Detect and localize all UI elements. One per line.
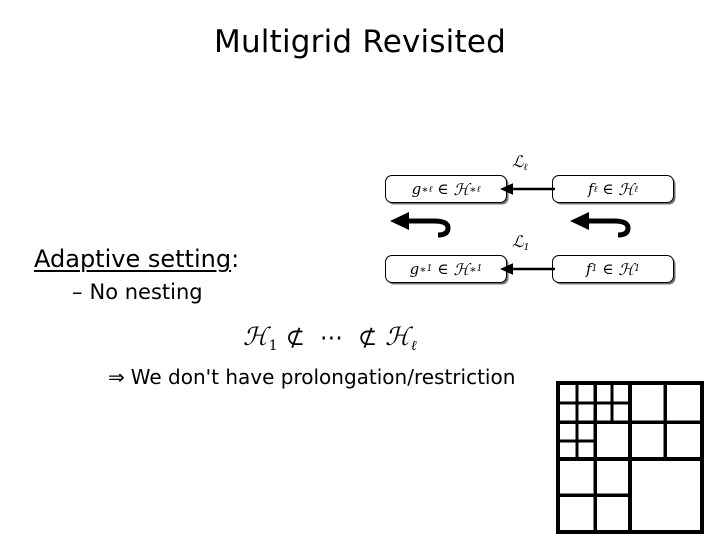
box-f-one-lhs: f [586,260,592,278]
implies-arrow-icon: ⇒ [108,365,125,389]
box-g-star-ell-rhs-sup: ∗ [469,182,477,196]
element-of-icon-1: ∈ [437,180,449,198]
operator-symbol-L-ell: ℒ [512,152,524,171]
operator-subscript-L-one: 1 [523,241,530,253]
bullet-dash-icon: – [72,280,83,305]
not-subset-icon-1: ⊄ [285,325,306,351]
nesting-formula: ℋ1⊄⋯⊄ℋℓ [243,322,418,355]
arrow-left-L-one [500,263,555,275]
element-of-icon-4: ∈ [602,260,614,278]
curved-arrow-left-1 [390,212,451,238]
box-f-ell-lhs-sub: ℓ [593,184,598,195]
formula-left-space: ℋ [243,322,269,351]
box-g-star-one-lhs-sup: ∗ [419,262,427,276]
box-g-star-one-rhs: ℋ [453,259,470,279]
formula-right-space: ℋ [385,322,411,351]
box-g-star-one-rhs-sup: ∗ [469,262,477,276]
box-f-one-rhs-sub: 1 [634,264,640,274]
box-g-star-one[interactable]: g∗1∈ℋ∗1 [385,255,507,283]
box-g-star-one-lhs: g [409,260,420,278]
bullet-no-nesting: –No nesting [34,280,334,304]
conclusion-text: We don't have prolongation/restriction [130,365,516,389]
curved-arrow-left-2 [570,212,631,238]
operator-subscript-L-ell: ℓ [523,161,528,173]
box-f-ell-lhs: f [588,180,594,198]
formula-right-subscript: ℓ [410,337,418,354]
bullet-no-nesting-label: No nesting [89,280,203,305]
operator-symbol-L-one: ℒ [512,232,524,251]
element-of-icon-3: ∈ [437,260,449,278]
operator-label-L-one: ℒ1 [512,232,530,253]
box-g-star-one-lhs-sub: 1 [426,264,433,274]
box-g-star-one-rhs-sub: 1 [476,264,483,274]
adaptive-mesh-diagram [556,381,704,534]
page-title: Multigrid Revisited [214,24,506,60]
box-f-ell-rhs: ℋ [618,179,635,199]
arrow-left-L-ell [500,183,555,195]
conclusion-line: ⇒We don't have prolongation/restriction [108,365,515,389]
adaptive-setting-heading: Adaptive setting: [34,246,334,272]
element-of-icon-2: ∈ [602,180,614,198]
box-f-ell-rhs-sub: ℓ [634,184,638,195]
box-g-star-ell-lhs: g [411,180,422,198]
box-g-star-ell[interactable]: g∗ℓ∈ℋ∗ℓ [385,175,507,203]
box-f-one-rhs: ℋ [618,259,635,279]
box-g-star-ell-lhs-sup: ∗ [421,182,429,196]
ellipsis-icon: ⋯ [319,325,344,351]
formula-left-subscript: 1 [268,337,279,354]
adaptive-setting-block: Adaptive setting: –No nesting [34,246,334,305]
box-f-one-lhs-sub: 1 [591,264,598,274]
not-subset-icon-2: ⊄ [357,325,379,351]
box-g-star-ell-rhs-sub: ℓ [476,184,481,195]
adaptive-setting-heading-label: Adaptive setting [34,245,232,273]
box-g-star-ell-lhs-sub: ℓ [428,184,433,195]
operator-label-L-ell: ℒℓ [512,152,528,173]
adaptive-setting-heading-colon: : [231,245,240,273]
box-g-star-ell-rhs: ℋ [453,179,470,199]
